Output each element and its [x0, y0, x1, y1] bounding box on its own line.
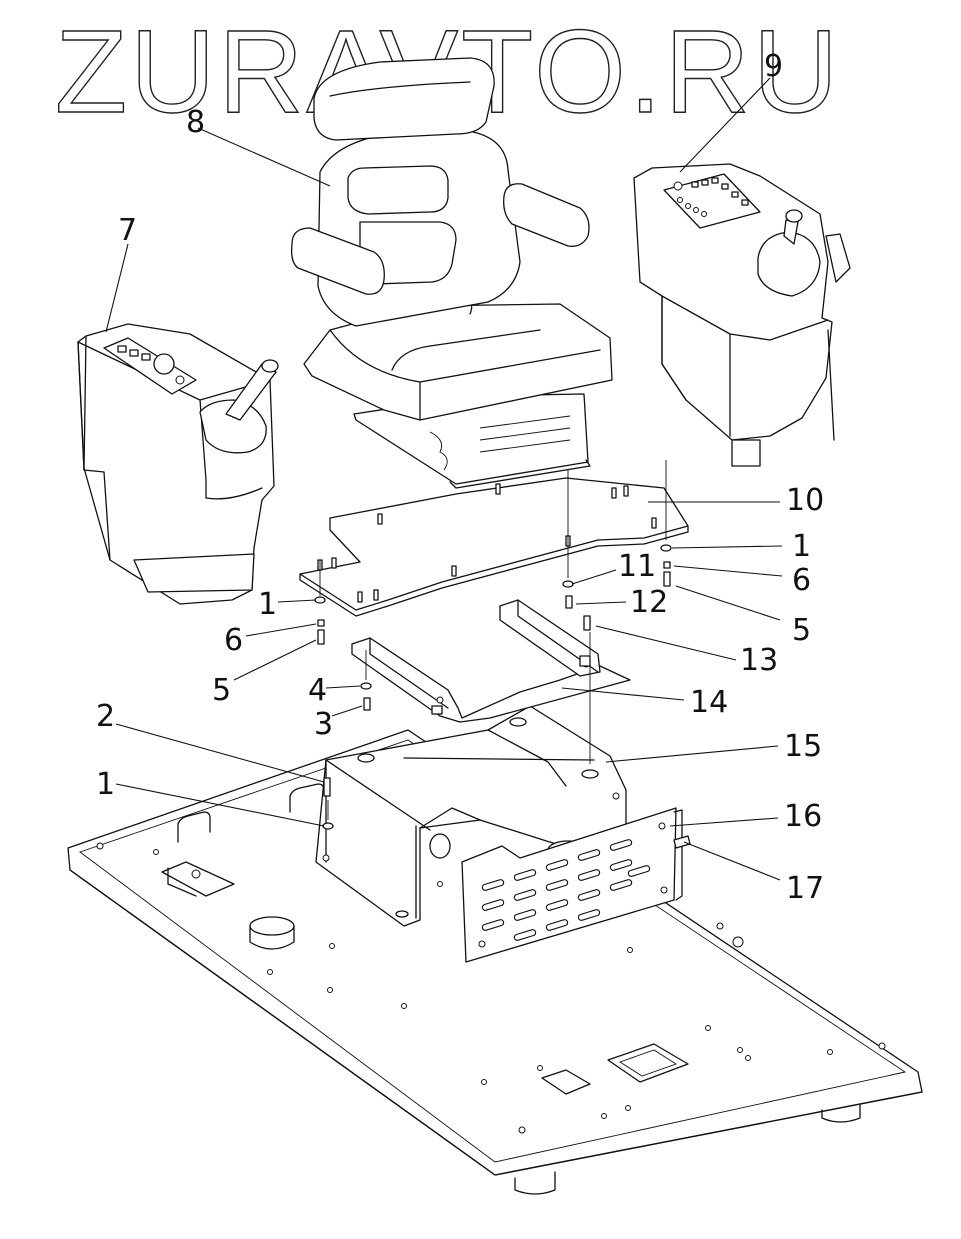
callout-14: 14	[690, 685, 728, 720]
leader-lines	[105, 77, 783, 881]
callout-5-right: 5	[792, 613, 811, 648]
callout-1-right: 1	[792, 529, 811, 564]
callout-2: 2	[96, 699, 115, 734]
callout-17: 17	[786, 871, 824, 906]
left-console	[77, 323, 279, 605]
operator-seat	[290, 57, 613, 489]
callout-4: 4	[308, 673, 327, 708]
callout-10: 10	[786, 483, 824, 518]
panel-buttons	[677, 177, 749, 217]
callout-15: 15	[784, 729, 822, 764]
plate-studs	[317, 483, 657, 603]
callout-5-left: 5	[212, 673, 231, 708]
callout-1-bottom: 1	[96, 767, 115, 802]
callout-12: 12	[630, 585, 668, 620]
callout-1-left: 1	[258, 587, 277, 622]
fasteners	[314, 460, 672, 830]
panel-slots	[481, 839, 651, 941]
callout-6-right: 6	[792, 563, 811, 598]
rail-bracket	[351, 599, 631, 723]
vented-panel	[461, 807, 691, 963]
right-console	[633, 163, 851, 467]
callout-11: 11	[618, 549, 656, 584]
callout-8: 8	[186, 105, 205, 140]
callout-labels: 7 8 9 10 1 6 5 11 12 13 14 15 16 17 1 6 …	[96, 49, 824, 906]
callout-6-left: 6	[224, 623, 243, 658]
mounting-plate	[299, 477, 689, 617]
callout-7: 7	[118, 213, 137, 248]
callout-16: 16	[784, 799, 822, 834]
callout-13: 13	[740, 643, 778, 678]
callout-3: 3	[314, 707, 333, 742]
callout-9: 9	[764, 49, 783, 84]
